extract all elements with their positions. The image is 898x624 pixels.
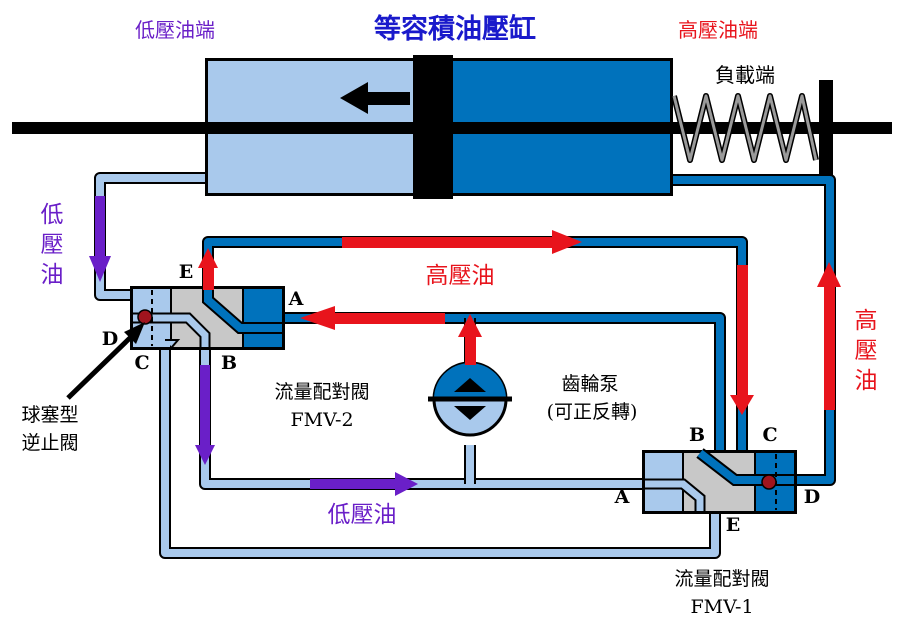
- left-low-oil-char: 壓: [41, 232, 64, 258]
- low-pressure-arrows: [89, 196, 418, 496]
- fmv2-port-a: A: [288, 288, 304, 310]
- ball-check-valve-icon: [761, 474, 777, 490]
- diagram-title: 等容積油壓缸: [374, 13, 536, 45]
- check-valve-label: 逆止閥: [21, 432, 78, 454]
- high-oil-label: 高壓油: [426, 263, 495, 289]
- fmv1-port-e: E: [726, 514, 740, 536]
- high-pressure-pipes: [202, 174, 836, 486]
- fmv2-valve: [130, 286, 285, 350]
- fmv1-name: 流量配對閥: [674, 568, 769, 590]
- right-high-oil-char: 油: [855, 368, 878, 394]
- fmv2-port-b: B: [221, 352, 237, 374]
- high-end-label: 高壓油端: [678, 18, 758, 42]
- high-pressure-arrows: [198, 230, 841, 415]
- piston-rod: [12, 122, 892, 134]
- check-valve-label: 球塞型: [21, 404, 78, 426]
- flow-arrows: [89, 196, 841, 496]
- ball-check-valve-icon: [137, 309, 153, 325]
- left-low-oil-char: 油: [41, 262, 64, 288]
- fmv2-port-e: E: [179, 261, 193, 283]
- check-valve-pointer: [66, 322, 145, 400]
- low-oil-label: 低壓油: [328, 502, 397, 528]
- right-high-oil-char: 高: [855, 308, 878, 334]
- fmv1-port-b: B: [689, 424, 705, 446]
- fmv1-id: FMV-1: [690, 596, 753, 618]
- load-plate: [819, 80, 833, 175]
- left-low-oil-char: 低: [41, 202, 64, 228]
- fmv2-port-d: D: [102, 328, 118, 350]
- pump-label: 齒輪泵: [561, 373, 618, 395]
- fmv2-port-c: C: [134, 352, 149, 374]
- low-end-label: 低壓油端: [135, 18, 215, 42]
- piston-direction-arrow: [340, 82, 410, 114]
- fmv1-port-a: A: [614, 486, 630, 508]
- fmv1-valve: [642, 448, 797, 514]
- load-end-label: 負載端: [715, 63, 775, 87]
- fmv2-id: FMV-2: [290, 409, 353, 431]
- fmv1-port-c: C: [762, 424, 777, 446]
- labels: 等容積油壓缸 低壓油端 高壓油端 負載端 低 壓 油 高 壓 油 高壓油 低壓油…: [21, 13, 877, 618]
- gear-pump-icon: [428, 361, 512, 437]
- pump-subtitle: (可正反轉): [547, 401, 638, 423]
- fmv1-port-d: D: [804, 486, 820, 508]
- spring-icon: [671, 80, 833, 175]
- right-high-oil-char: 壓: [855, 338, 878, 364]
- fmv2-name: 流量配對閥: [274, 381, 369, 403]
